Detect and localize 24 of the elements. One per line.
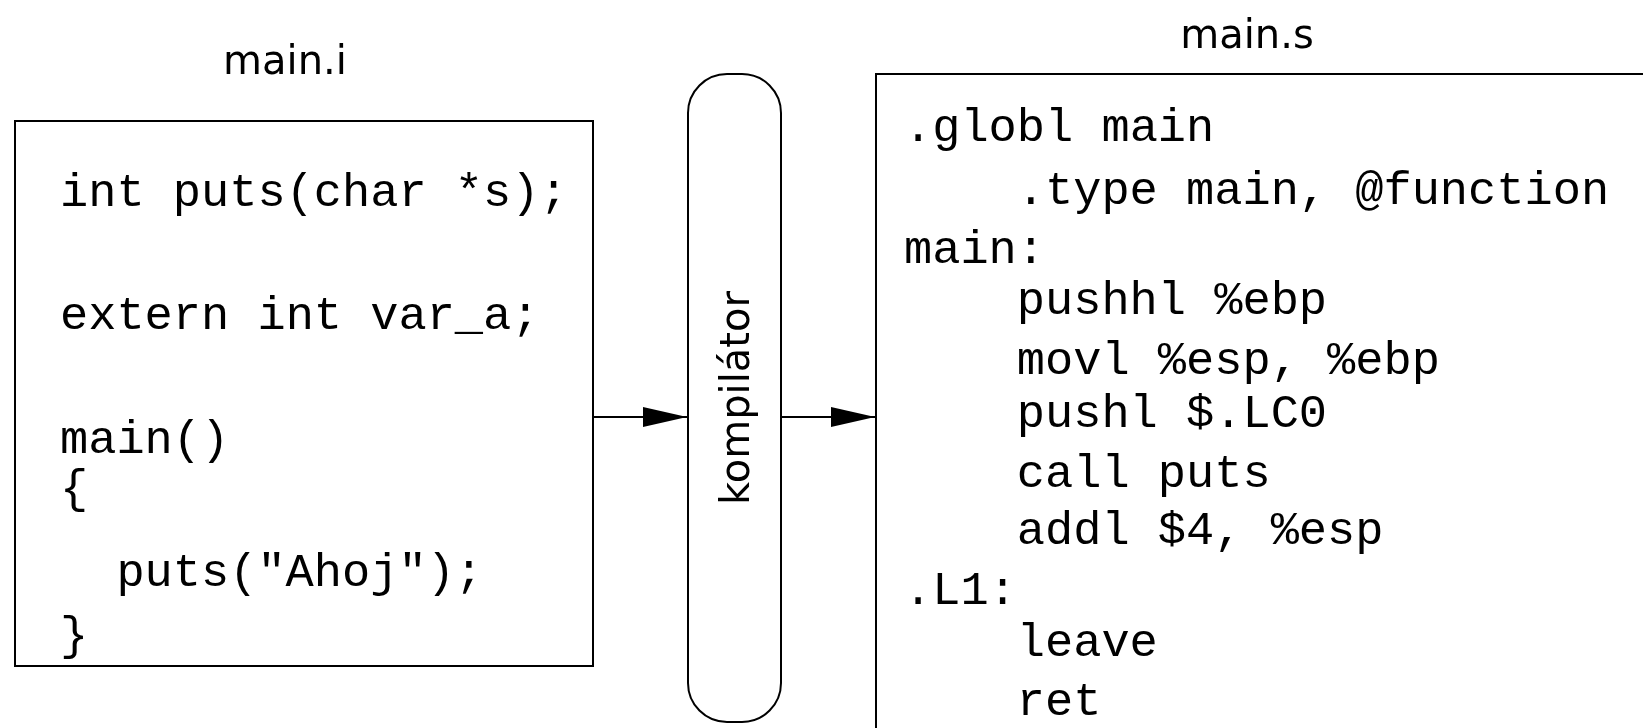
code-line: main: xyxy=(904,226,1046,274)
code-box xyxy=(14,120,594,667)
code-line: int puts(char *s); xyxy=(60,169,568,217)
code-line: .type main, @function xyxy=(1016,167,1610,215)
process-pill xyxy=(687,73,782,723)
file-name: main.s xyxy=(1180,14,1314,54)
arrow xyxy=(593,407,688,427)
code-line: movl %esp, %ebp xyxy=(1016,337,1440,385)
code-line: addl $4, %esp xyxy=(1016,507,1384,555)
arrow xyxy=(781,407,876,427)
code-line: .globl main xyxy=(904,104,1215,152)
code-line: leave xyxy=(1016,619,1158,667)
code-line: } xyxy=(60,612,89,660)
file-name: main.i xyxy=(223,40,347,80)
code-line: { xyxy=(60,465,89,513)
code-line: main() xyxy=(60,416,230,464)
code-line: extern int var_a; xyxy=(60,292,540,340)
code-line: ret xyxy=(1016,678,1102,726)
code-line: .L1: xyxy=(904,567,1017,615)
code-line: call puts xyxy=(1016,450,1271,498)
code-box xyxy=(875,73,1643,728)
code-line: puts("Ahoj"); xyxy=(116,549,484,597)
code-line: pushl $.LC0 xyxy=(1016,390,1328,438)
code-line: pushhl %ebp xyxy=(1016,277,1328,325)
